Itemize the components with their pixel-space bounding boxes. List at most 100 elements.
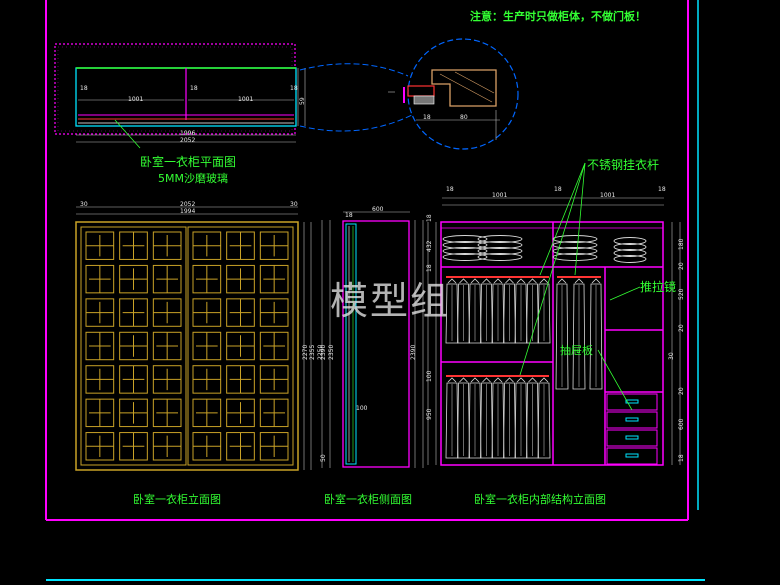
lattice-fret	[193, 368, 221, 391]
dimension-label: 2390	[320, 344, 327, 360]
lattice-fret	[226, 402, 255, 424]
hanger	[505, 377, 514, 383]
lattice-fret	[122, 232, 145, 260]
hanger	[482, 377, 491, 383]
production-note: 注意：生产时只做柜体，不做门板！	[470, 10, 646, 23]
lattice-fret	[119, 402, 148, 424]
folded-clothes	[552, 253, 598, 261]
lattice-fret	[122, 365, 145, 394]
drawer-front	[606, 411, 658, 429]
lattice-fret	[89, 399, 111, 427]
folded-clothes	[613, 237, 647, 245]
dimension-label: 18	[290, 85, 298, 92]
dimension-label: 432	[426, 240, 433, 252]
dimension-label: 1996	[180, 130, 196, 137]
dimension-label: 2390	[410, 344, 417, 360]
folded-clothes	[442, 235, 488, 243]
label-rod: 不锈钢挂衣杆	[587, 158, 660, 172]
dimension-label: 18	[426, 214, 433, 222]
lattice-fret	[260, 301, 288, 324]
lattice-fret	[263, 332, 285, 360]
folded-clothes	[552, 247, 598, 255]
hanger	[557, 278, 567, 284]
detail-circle	[299, 38, 519, 150]
hanger	[493, 278, 503, 284]
dimension-label: 20	[678, 387, 685, 395]
lattice-fret	[86, 368, 114, 391]
hanger	[493, 377, 503, 383]
lattice-fret	[89, 265, 111, 293]
drawer-handle	[625, 435, 639, 440]
hanger	[516, 377, 526, 383]
interior-elevation	[427, 162, 681, 466]
lattice-fret	[119, 335, 148, 357]
dimension-label: 950	[426, 408, 433, 420]
lattice-fret	[226, 268, 255, 290]
lattice-fret	[229, 365, 252, 394]
folded-clothes	[442, 247, 488, 255]
label-mirror: 推拉镜	[640, 280, 677, 294]
dimension-label: 20	[678, 324, 685, 332]
plan-view	[54, 43, 306, 149]
hanger	[470, 377, 480, 383]
lattice-fret	[229, 432, 252, 460]
dimension-label: 18	[678, 454, 685, 462]
dimension-label: 18	[554, 186, 562, 193]
lattice-fret	[226, 335, 255, 357]
hanger	[482, 278, 491, 284]
lattice-fret	[122, 298, 145, 327]
hanging-garments	[445, 278, 603, 459]
dimension-label: 30	[80, 201, 88, 208]
detail-callout-circle	[407, 38, 519, 150]
folded-clothes	[442, 253, 488, 261]
folded-clothes	[442, 241, 488, 249]
plan-title: 卧室一衣柜平面图	[140, 155, 237, 169]
hanger	[591, 278, 601, 284]
dimension-label: 18	[80, 85, 88, 92]
door-lattice-right	[192, 231, 289, 461]
garment	[537, 283, 551, 344]
dimension-label: 520	[678, 288, 685, 300]
dimension-label: 18	[658, 186, 666, 193]
lattice-fret	[263, 399, 285, 427]
lattice-fret	[260, 235, 288, 257]
dimension-label: 59	[299, 97, 306, 105]
dimension-label: 2350	[328, 344, 335, 360]
side-panel-door-edge	[345, 223, 357, 465]
dimension-label: 1001	[128, 96, 144, 103]
folded-clothes	[613, 255, 647, 263]
dimension-label: 2355	[309, 344, 316, 360]
lattice-fret	[260, 368, 288, 391]
hanger	[539, 278, 549, 284]
lattice-fret	[193, 235, 221, 257]
lattice-fret	[156, 265, 178, 293]
dimension-label: 20	[678, 262, 685, 270]
garment	[555, 283, 569, 390]
folded-clothes	[477, 247, 523, 255]
dimension-label: 50	[320, 454, 327, 462]
hanger	[459, 377, 468, 383]
lattice-fret	[193, 301, 221, 324]
hanger	[470, 278, 480, 284]
lattice-fret	[122, 432, 145, 460]
folded-clothes	[613, 249, 647, 257]
hanger	[447, 278, 457, 284]
lattice-fret	[156, 332, 178, 360]
lattice-fret	[196, 399, 218, 427]
drawer-handle	[625, 453, 639, 458]
lattice-fret	[263, 265, 285, 293]
hanger	[539, 377, 549, 383]
front-title: 卧室一衣柜立面图	[133, 493, 221, 506]
interior-title: 卧室一衣柜内部结构立面图	[474, 493, 606, 506]
dimension-label: 18	[423, 114, 431, 121]
drawer-front	[606, 429, 658, 447]
lattice-fret	[119, 268, 148, 290]
dimension-label: 1994	[180, 208, 196, 215]
garment	[589, 283, 603, 390]
folded-clothes	[552, 235, 598, 243]
dimension-label: 1001	[492, 192, 508, 199]
folded-clothes	[477, 241, 523, 249]
garment	[572, 283, 586, 390]
dimension-label: 18	[426, 264, 433, 272]
